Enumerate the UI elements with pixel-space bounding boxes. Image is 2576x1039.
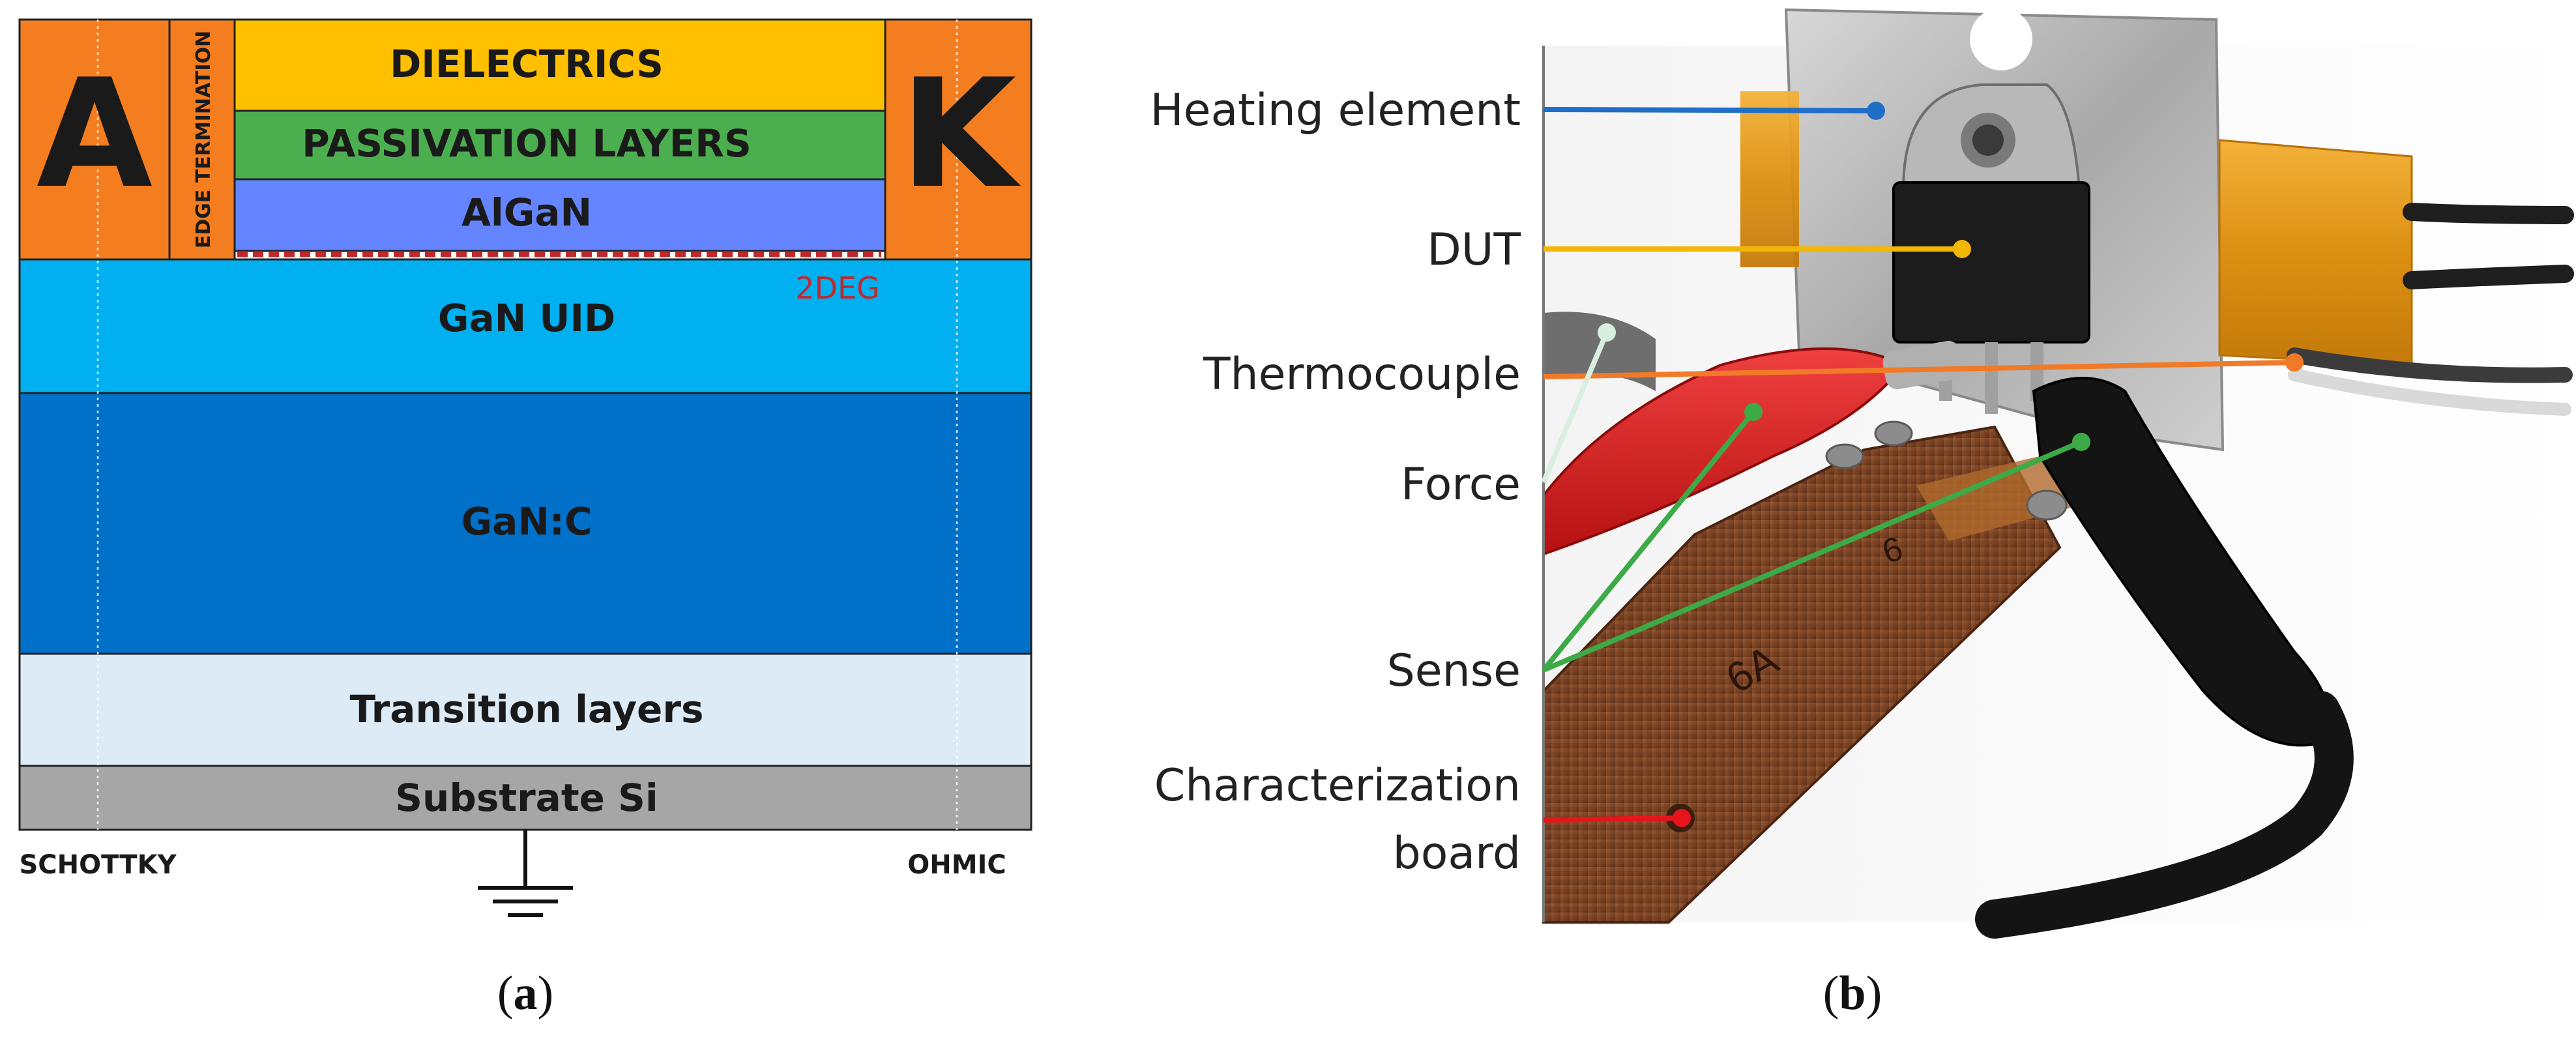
cathode-contact <box>884 18 1032 261</box>
heater-wires <box>2287 203 2574 416</box>
sense-callout-1 <box>1541 410 1756 672</box>
dielectrics-label: DIELECTRICS <box>390 42 664 86</box>
ohmic-label: OHMIC <box>907 850 1006 880</box>
heater-notch <box>1970 8 2032 70</box>
tape-left <box>1740 91 1799 267</box>
characterization-label-line1: Characterization <box>1154 760 1521 812</box>
gan-c-layer <box>18 392 1032 655</box>
anode-label: A <box>37 48 153 222</box>
callout-dots <box>1598 102 2304 827</box>
transition-layer <box>18 652 1032 767</box>
dielectrics-layer <box>233 18 886 112</box>
schottky-label: SCHOTTKY <box>19 850 177 880</box>
ground-icon <box>478 830 573 917</box>
svg-text:(a): (a) <box>497 967 553 1020</box>
heating-element-label: Heating element <box>1150 85 1521 136</box>
dut-package <box>1892 83 2090 414</box>
substrate-layer <box>18 765 1032 831</box>
thermocouple-callout <box>1543 360 2295 379</box>
edge-termination-block <box>168 18 236 261</box>
edge-termination-label: EDGE TERMINATION <box>192 31 215 248</box>
substrate-label: Substrate Si <box>395 776 658 820</box>
black-clip <box>1975 377 2354 939</box>
passivation-label: PASSIVATION LAYERS <box>302 121 751 166</box>
gan-uid-layer <box>18 258 1032 394</box>
transition-label: Transition layers <box>349 687 703 731</box>
board-callout <box>1543 815 1682 823</box>
svg-text:(b): (b) <box>1823 967 1882 1020</box>
callout-lines <box>1541 107 2295 823</box>
dut-label: DUT <box>1427 224 1521 276</box>
cathode-label: K <box>900 48 1021 222</box>
heating-callout <box>1543 107 1877 113</box>
twodeg-label: 2DEG <box>795 271 879 306</box>
thermocouple-label: Thermocouple <box>1203 349 1521 400</box>
force-label: Force <box>1401 459 1521 510</box>
gan-uid-label: GaN UID <box>438 296 615 340</box>
characterization-label-line2: board <box>1393 828 1521 879</box>
gan-c-label: GaN:C <box>461 499 592 544</box>
caption-a: a <box>514 967 538 1020</box>
algan-layer <box>233 178 886 252</box>
panel-b-photo: 6 6A <box>1150 8 2576 1020</box>
sense-label: Sense <box>1387 645 1521 697</box>
algan-label: AlGaN <box>461 190 592 235</box>
anode-contact <box>18 18 171 261</box>
sense-callout-2 <box>1542 439 2083 673</box>
tape-right <box>2218 139 2413 366</box>
panel-a-cross-section: A K EDGE TERMINATION DIELECTRICS PASSIVA… <box>18 18 1032 1020</box>
caption-b: b <box>1839 967 1866 1020</box>
force-callout <box>1541 331 1609 484</box>
board-trace <box>1916 450 2092 541</box>
